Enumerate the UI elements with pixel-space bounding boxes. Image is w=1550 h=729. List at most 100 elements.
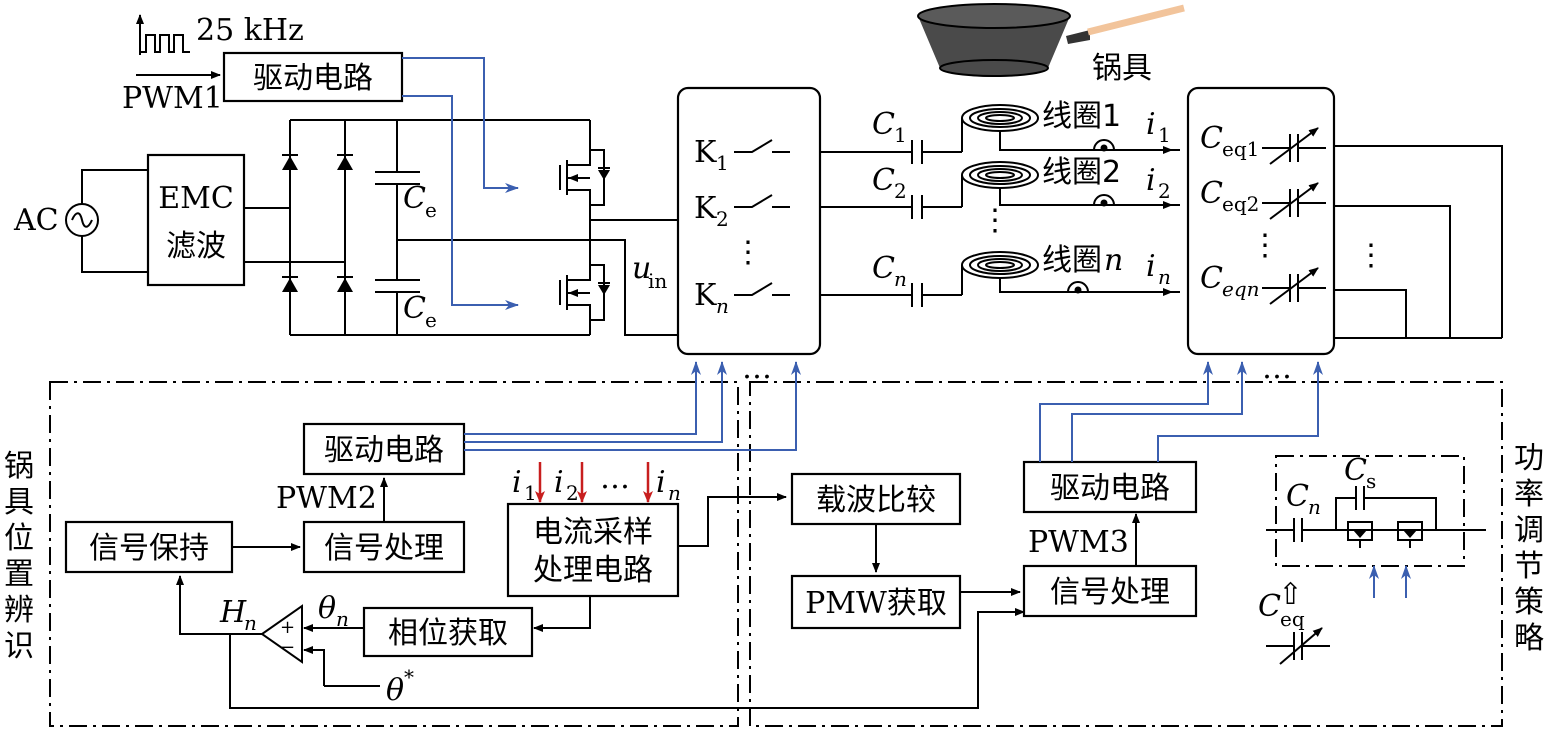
uin-label: u [632,251,651,286]
cap-drive-signal-1 [1039,361,1213,462]
drive-circuit-right-box [1022,460,1198,514]
ceqn-sub: eqn [1222,277,1260,301]
uin-sub: in [648,269,667,293]
variable-capacitor-icon [1262,182,1326,220]
power-regulation-region [749,381,1503,727]
coil1-label: 线圈1 [1042,99,1121,134]
c2-sub: 2 [894,179,907,203]
theta-n-sub: n [336,607,349,631]
current-sampling-line1: 电流采样 [533,515,653,550]
in-sub: n [1158,265,1171,289]
i2-sub: 2 [1158,179,1171,203]
ce1-sub: e [425,198,437,222]
svg-text:…: … [600,461,630,496]
cap-drive-signal-2 [1071,361,1247,462]
comparator-plus: + [280,617,295,638]
ceq-vdots: ⋮ [1250,228,1280,263]
filter-label: 滤波 [166,229,226,264]
emc-filter-box [146,153,246,287]
detail-cn-sub: n [1308,495,1321,519]
signal-process-left-box [302,520,466,574]
detail-cs-label: C [1344,453,1367,488]
svg-text:略: 略 [1514,621,1544,656]
hn-label: H [219,595,247,630]
i2-label: i [1146,163,1156,198]
svg-text:2: 2 [566,481,579,505]
equivalence-arrow: ⇧ [1278,577,1303,612]
carrier-compare-label: 载波比较 [816,483,936,518]
c2-label: C [872,163,895,198]
coil2-label: 线圈2 [1042,155,1121,190]
ce1-label: C [403,181,426,216]
svg-text:n: n [668,481,681,505]
ce2-label: C [403,291,426,326]
cookware-pan-icon [917,3,1185,77]
mosfet-icon [559,264,610,321]
svg-text:调: 调 [1514,513,1544,548]
pwm2-label: PWM2 [276,481,377,516]
sampled-currents: i 1 i 2 … i n [512,461,681,505]
theta-star-sup: * [404,665,414,689]
switched-capacitor-detail-region [1275,455,1465,567]
switch-kn-icon [734,282,790,296]
signal-process-right-box [1022,564,1198,618]
drive-circuit-top-box [222,51,404,103]
svg-text:节: 节 [1514,549,1544,584]
detail-ceq-sub: eq [1280,607,1305,631]
current-sensor-icon [1093,194,1115,207]
i1-sub: 1 [1158,123,1171,147]
dc-link-capacitors [375,120,678,336]
mosfet-icon [1347,521,1373,548]
coil-1-icon [961,104,1180,152]
mosfet-icon [1397,521,1423,548]
phase-acquire-box [362,606,534,658]
diode-icon [282,276,298,292]
variable-capacitor-icon [1262,127,1326,165]
cap-drive-signal-n [1157,361,1323,462]
ce2-sub: e [425,308,437,332]
drive-circuit-top-label: 驱动电路 [253,61,373,96]
position-identification-region [49,381,739,727]
coiln-label: 线圈 [1042,243,1102,278]
signal-hold-label: 信号保持 [89,531,209,566]
ceq2-sub: eq2 [1222,192,1259,216]
c1-sub: 1 [894,123,907,147]
cn-sub: n [894,267,907,291]
svg-text:锅: 锅 [4,449,34,484]
drive-circuit-left-label: 驱动电路 [324,433,444,468]
svg-text:i: i [656,465,666,500]
signal-hold-box [64,520,234,574]
frequency-label: 25 kHz [196,13,304,48]
svg-text:率: 率 [1514,477,1544,512]
rectifier-bridge [244,119,590,336]
cn-label: C [872,251,895,286]
position-identification-title: 锅 具 位 置 辨 识 [4,449,34,664]
comparator-icon [260,604,303,664]
svg-text:1: 1 [524,481,537,505]
svg-text:置: 置 [4,557,34,592]
pwm1-input: 25 kHz PWM1 [122,13,304,116]
c1-label: C [872,107,895,142]
diode-icon [337,154,353,170]
diode-icon [282,154,298,170]
in-label: i [1146,249,1156,284]
cookware-label: 锅具 [1092,51,1152,86]
svg-text:i: i [554,465,564,500]
switch-k2-icon [734,194,790,208]
ceqn-label: C [1200,261,1223,296]
coil-vdots: ⋮ [980,203,1010,238]
power-regulation-title: 功 率 调 节 策 略 [1514,441,1544,656]
k-vdots: ⋮ [733,235,763,270]
theta-n-label: θ [318,591,336,626]
pwm1-label: PWM1 [122,81,223,116]
diode-icon [337,276,353,292]
switched-capacitor-detail [1266,486,1486,548]
carrier-compare-box [790,472,962,526]
current-sampling-box [506,502,680,598]
switch-drive-signal-n [464,361,801,451]
gate-signal-lower [402,95,519,310]
pmw-acquire-label: PMW获取 [805,586,947,621]
svg-text:识: 识 [4,629,34,664]
drive-circuit-right-label: 驱动电路 [1050,471,1170,506]
current-sensor-icon [1093,139,1115,152]
